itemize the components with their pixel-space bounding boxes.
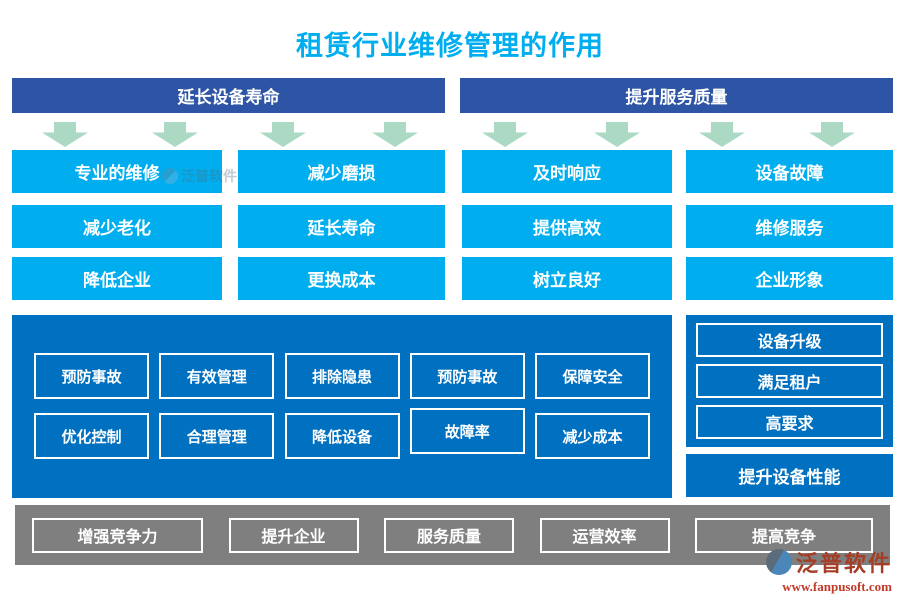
result-box: 服务质量 bbox=[384, 517, 514, 553]
panel-box: 减少成本 bbox=[535, 413, 650, 459]
panel-box: 保障安全 bbox=[535, 353, 650, 399]
panel-box: 合理管理 bbox=[159, 413, 275, 459]
benefit-box: 减少老化 bbox=[12, 205, 222, 248]
panel-row: 预防事故 有效管理 排除隐患 预防事故 保障安全 bbox=[34, 353, 650, 399]
safety-management-panel: 预防事故 有效管理 排除隐患 预防事故 保障安全 优化控制 合理管理 降低设备 … bbox=[12, 315, 672, 498]
side-box: 设备升级 bbox=[696, 323, 883, 357]
equipment-upgrade-panel: 设备升级 满足租户 高要求 bbox=[686, 315, 893, 447]
brand-name: 泛普软件 bbox=[795, 551, 892, 576]
benefit-box: 树立良好 bbox=[462, 257, 672, 300]
panel-box: 有效管理 bbox=[159, 353, 275, 399]
brand-url: www.fanpusoft.com bbox=[782, 579, 892, 594]
side-box: 高要求 bbox=[696, 405, 883, 439]
fanpu-branding: 泛普软件 www.fanpusoft.com bbox=[765, 546, 892, 595]
panel-box: 预防事故 bbox=[34, 353, 149, 399]
benefit-box: 减少磨损 bbox=[238, 150, 445, 193]
bottom-result-bar: 增强竞争力 提升企业 服务质量 运营效率 提高竞争 bbox=[15, 505, 890, 565]
benefit-box: 企业形象 bbox=[686, 257, 893, 300]
result-box: 运营效率 bbox=[539, 517, 670, 553]
down-arrow-icon bbox=[809, 122, 855, 147]
down-arrow-icon bbox=[260, 122, 306, 147]
side-box: 满足租户 bbox=[696, 364, 883, 398]
panel-box: 排除隐患 bbox=[284, 353, 400, 399]
panel-row: 优化控制 合理管理 降低设备 故障率 减少成本 bbox=[34, 408, 650, 459]
header-extend-equipment-life: 延长设备寿命 bbox=[12, 78, 445, 113]
benefit-box: 专业的维修 bbox=[12, 150, 222, 193]
down-arrow-icon bbox=[372, 122, 418, 147]
down-arrow-icon bbox=[42, 122, 88, 147]
panel-box: 故障率 bbox=[409, 408, 525, 454]
fanpu-logo-icon bbox=[765, 549, 792, 575]
benefit-box: 及时响应 bbox=[462, 150, 672, 193]
panel-box: 降低设备 bbox=[284, 413, 400, 459]
panel-box: 优化控制 bbox=[34, 413, 149, 459]
brand-row: 泛普软件 bbox=[765, 546, 892, 578]
benefit-box: 更换成本 bbox=[238, 257, 445, 300]
benefit-box: 降低企业 bbox=[12, 257, 222, 300]
result-box: 提升企业 bbox=[228, 517, 359, 553]
down-arrow-icon bbox=[152, 122, 198, 147]
result-box: 增强竞争力 bbox=[32, 517, 203, 553]
panel-box: 预防事故 bbox=[409, 353, 525, 399]
benefit-box: 提供高效 bbox=[462, 205, 672, 248]
header-improve-service-quality: 提升服务质量 bbox=[460, 78, 893, 113]
down-arrow-icon bbox=[482, 122, 528, 147]
benefit-box: 设备故障 bbox=[686, 150, 893, 193]
down-arrow-icon bbox=[594, 122, 640, 147]
page-title: 租赁行业维修管理的作用 bbox=[296, 31, 604, 61]
benefit-box: 维修服务 bbox=[686, 205, 893, 248]
improve-equipment-performance-bar: 提升设备性能 bbox=[686, 454, 893, 497]
down-arrow-icon bbox=[699, 122, 745, 147]
benefit-box: 延长寿命 bbox=[238, 205, 445, 248]
